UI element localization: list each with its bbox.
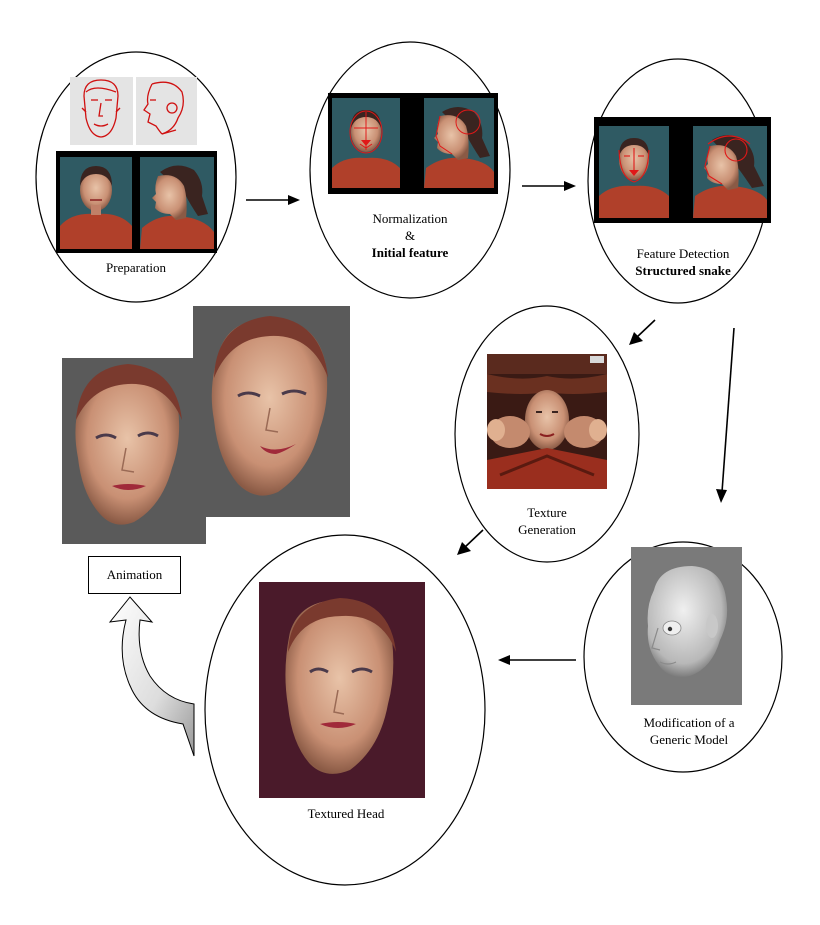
modification-label-line1: Modification of a — [643, 715, 735, 730]
animation-render-back — [193, 306, 350, 517]
arrow-texture-to-textured-head — [457, 529, 484, 555]
arrow-normalization-to-feature-detection — [522, 181, 576, 191]
normalization-label-line3: Initial feature — [371, 245, 449, 260]
feature-detection-label-line2: Structured snake — [635, 263, 731, 278]
preparation-front-photo — [60, 157, 132, 249]
textured-head-label: Textured Head — [307, 806, 385, 821]
feature-detection-profile-photo — [693, 126, 767, 218]
textured-head-image — [259, 582, 425, 798]
animation-box: Animation — [88, 556, 181, 594]
modification-label: Modification of a Generic Model — [626, 714, 752, 748]
modification-label-line2: Generic Model — [649, 732, 729, 747]
feature-detection-label: Feature Detection Structured snake — [618, 245, 748, 279]
normalization-front-photo — [332, 98, 400, 188]
normalization-label-line1: Normalization — [372, 211, 448, 226]
generic-model-image — [631, 547, 742, 705]
texture-generation-label-line1: Texture — [527, 505, 567, 520]
arrow-feature-detection-to-texture — [629, 319, 656, 345]
texture-map-image — [487, 354, 607, 489]
preparation-profile-photo — [140, 157, 214, 249]
normalization-profile-photo — [424, 98, 494, 188]
animation-render-front — [62, 358, 206, 544]
arrow-preparation-to-normalization — [246, 195, 300, 205]
arrow-modification-to-textured-head — [498, 655, 576, 665]
texture-generation-label-line2: Generation — [518, 522, 576, 537]
feature-detection-front-photo — [599, 126, 669, 218]
normalization-label: Normalization & Initial feature — [350, 210, 470, 264]
preparation-label: Preparation — [106, 260, 166, 275]
front-sketch — [70, 77, 133, 145]
animation-curved-arrow — [108, 596, 195, 757]
profile-sketch — [136, 77, 197, 145]
arrow-feature-detection-to-modification — [716, 327, 735, 503]
normalization-label-line2: & — [404, 228, 416, 243]
feature-detection-label-line1: Feature Detection — [636, 246, 730, 261]
texture-generation-label: Texture Generation — [497, 504, 597, 538]
